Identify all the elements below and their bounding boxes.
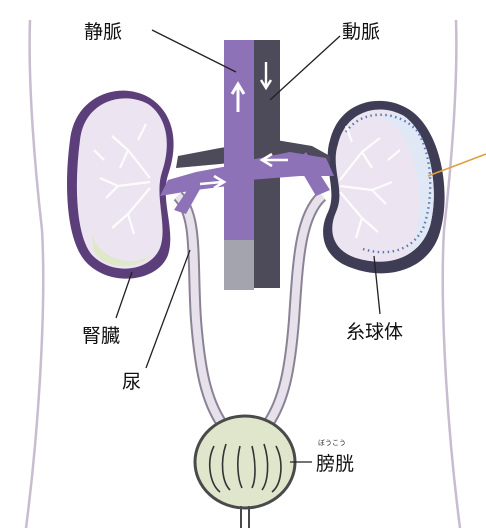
vein-leader-line	[152, 30, 236, 72]
kidney-leader-line	[116, 272, 132, 318]
artery-leader-line	[270, 36, 340, 100]
bladder-label: 膀胱	[316, 453, 354, 475]
left-kidney	[67, 91, 174, 279]
artery-label: 動脈	[342, 21, 380, 43]
right-kidney	[323, 101, 445, 273]
bladder-ruby: ぼうこう	[318, 439, 346, 447]
kidney-label: 腎臓	[82, 325, 120, 347]
glomerulus-label: 糸球体	[346, 321, 403, 343]
bladder	[195, 416, 295, 528]
urine-label: 尿	[122, 371, 141, 393]
vein-label: 静脈	[84, 21, 122, 43]
